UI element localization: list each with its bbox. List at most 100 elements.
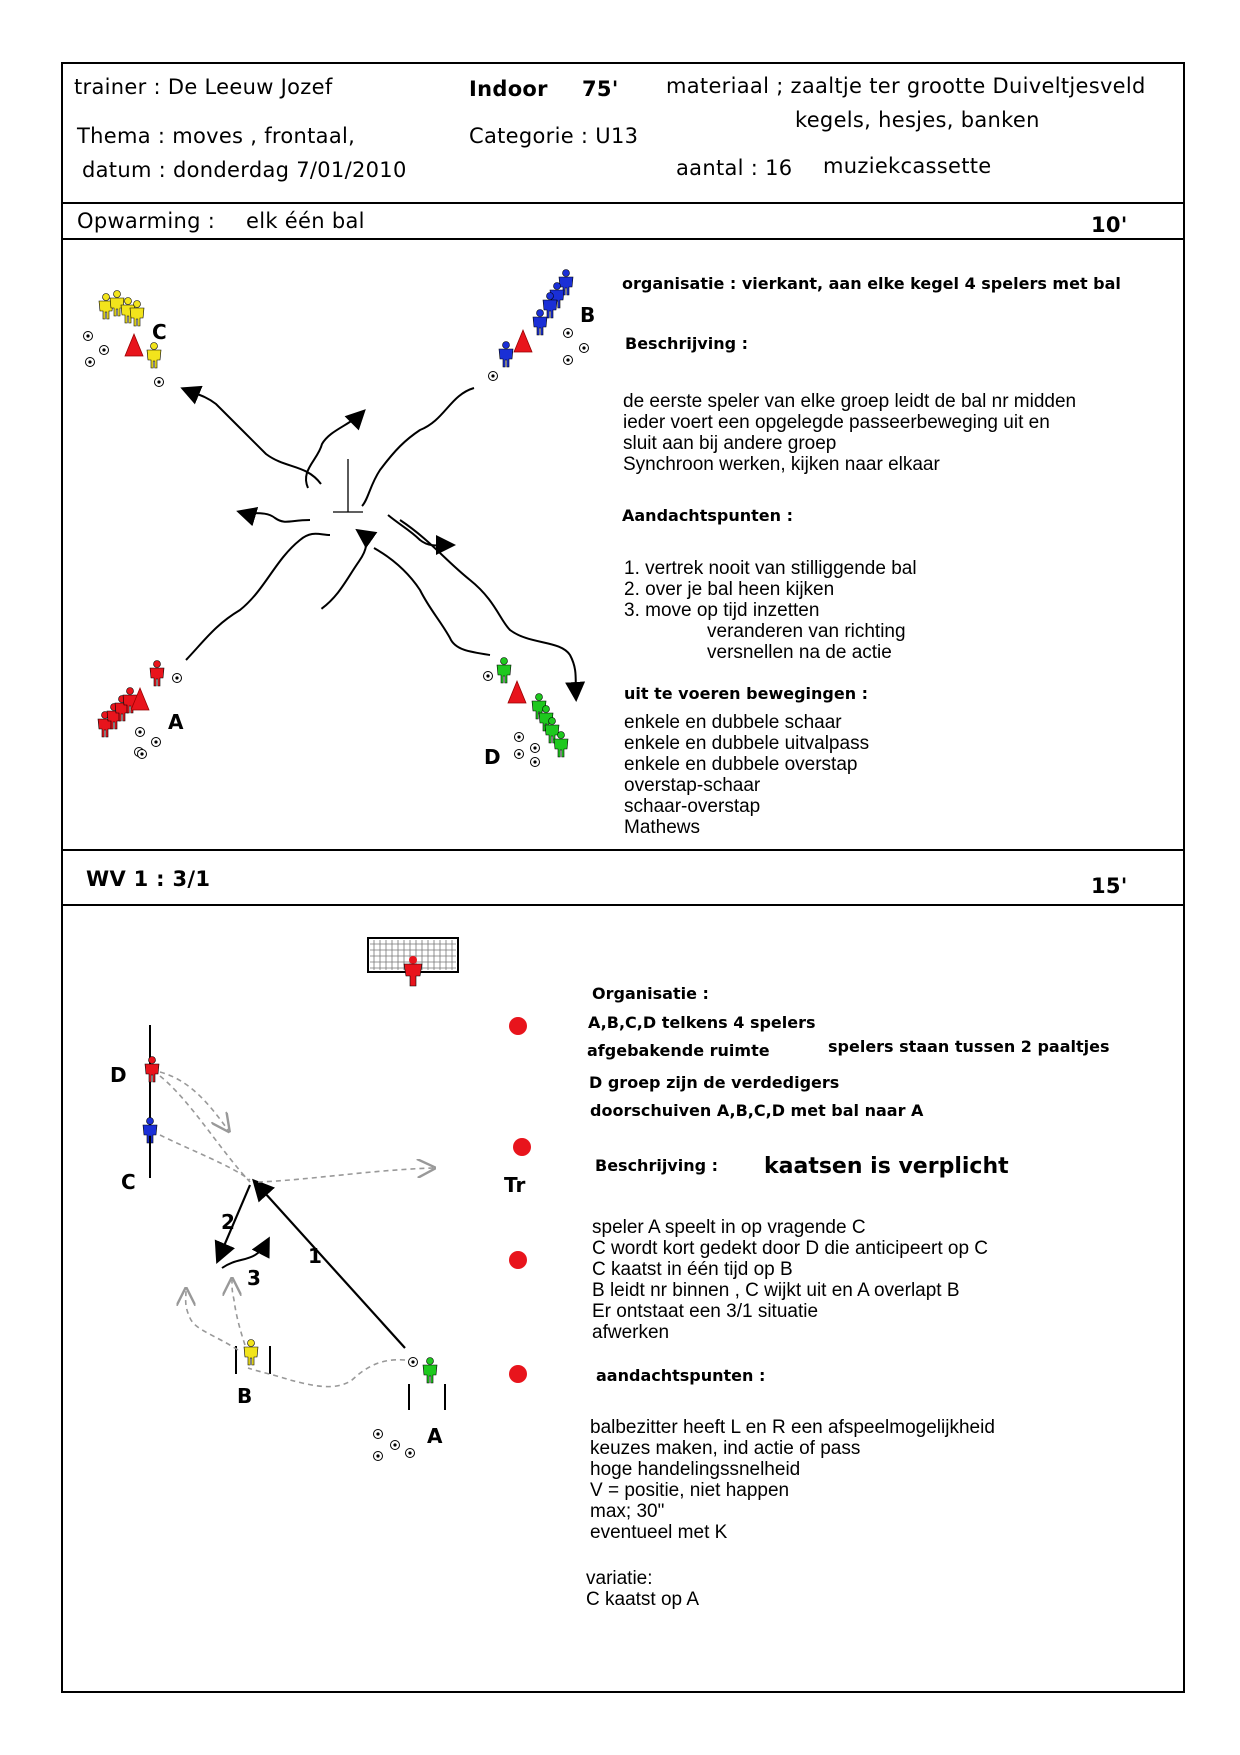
dribble-path (373, 547, 491, 656)
exercise-attention-label: aandachtspunten : (596, 1366, 766, 1385)
player-icon (129, 300, 145, 327)
exercise-variation: variatie: C kaatst op A (586, 1568, 699, 1610)
warmup-players (83, 269, 589, 767)
exercise-attention-list: balbezitter heeft L en R een afspeelmoge… (590, 1417, 995, 1543)
player-icon (532, 309, 548, 336)
divider-header (61, 202, 1185, 204)
duration-label: 75' (582, 77, 619, 101)
player-icon (422, 1357, 438, 1384)
player-icon (496, 657, 512, 684)
ball-icon (408, 1357, 418, 1367)
run-path (159, 1075, 251, 1183)
exercise-description-line: C kaatst in één tijd op B (592, 1259, 793, 1280)
player-icon (542, 292, 558, 319)
warmup-description-line: sluit aan bij andere groep (623, 433, 837, 454)
ball-icon (514, 732, 524, 742)
material-line-2: kegels, hesjes, banken (795, 108, 1040, 132)
ball-icon (85, 357, 95, 367)
player-icon (144, 1056, 160, 1083)
ball-icon (390, 1440, 400, 1450)
ball-icon (373, 1451, 383, 1461)
warmup-move-item: enkele en dubbele overstap (624, 754, 858, 775)
warmup-move-item: overstap-schaar (624, 775, 761, 796)
exercise-attention-item: balbezitter heeft L en R een afspeelmoge… (590, 1417, 995, 1438)
warmup-attention-item: 1. vertrek nooit van stilliggende bal (624, 558, 917, 579)
date-label: datum : donderdag 7/01/2010 (82, 158, 407, 182)
category-label: Categorie : U13 (469, 124, 639, 148)
run-path (159, 1134, 251, 1181)
run-path (247, 1358, 406, 1388)
warmup-move-item: Mathews (624, 817, 701, 838)
divider-warmup-end (61, 849, 1185, 851)
variation-label: variatie: (586, 1568, 653, 1589)
group-a-label: A (168, 710, 184, 734)
exercise-description: speler A speelt in op vragende C C wordt… (592, 1217, 988, 1343)
ball-icon (530, 757, 540, 767)
count-label: aantal : 16 (676, 156, 793, 180)
ball-icon (151, 737, 161, 747)
ball-icon (563, 355, 573, 365)
cone-icon (507, 679, 527, 704)
exercise-emphasis: kaatsen is verplicht (764, 1154, 1009, 1179)
exercise-group-d-label: D (110, 1063, 127, 1087)
run-path (257, 1168, 433, 1183)
ball-icon (563, 328, 573, 338)
warmup-attention-item: 2. over je bal heen kijken (624, 579, 835, 600)
exercise-description-line: Er ontstaat een 3/1 situatie (592, 1301, 819, 1322)
ball-icon (137, 749, 147, 759)
warmup-attention-item: veranderen van richting (707, 621, 906, 642)
exercise-attention-item: hoge handelingssnelheid (590, 1459, 801, 1480)
dribble-path (185, 532, 331, 661)
goal-icon (367, 937, 459, 987)
exercise-organisation-item: D groep zijn de verdedigers (589, 1073, 840, 1092)
pass-2-label: 2 (221, 1210, 235, 1234)
exercise-time: 15' (1091, 874, 1128, 898)
dribble-path (320, 528, 378, 610)
player-icon (146, 342, 162, 369)
center-cone-icon (333, 459, 363, 513)
material-line-3: muziekcassette (823, 154, 992, 178)
warmup-title-value: elk één bal (246, 209, 365, 233)
warmup-time: 10' (1091, 213, 1128, 237)
run-path (186, 1290, 239, 1351)
variation-item: C kaatst op A (586, 1589, 700, 1610)
cone-icon (513, 328, 533, 353)
warmup-move-item: schaar-overstap (624, 796, 761, 817)
warmup-description: de eerste speler van elke groep leidt de… (623, 391, 1076, 475)
ball-icon (154, 377, 164, 387)
player-icon (498, 341, 514, 368)
exercise-group-b-label: B (237, 1384, 253, 1408)
marker-dot (509, 1251, 527, 1269)
exercise-description-line: afwerken (592, 1322, 670, 1343)
pass-1-label: 1 (308, 1244, 322, 1268)
exercise-title: WV 1 : 3/1 (86, 867, 211, 891)
divider-exercise-title (61, 904, 1185, 906)
exercise-organisation-label: Organisatie : (592, 984, 709, 1003)
dribble-path (236, 507, 311, 527)
exercise-organisation-item: spelers staan tussen 2 paaltjes (828, 1037, 1110, 1056)
player-icon (553, 731, 569, 758)
exercise-description-line: speler A speelt in op vragende C (592, 1217, 866, 1238)
ball-icon (530, 743, 540, 753)
ball-icon (135, 727, 145, 737)
marker-dot (513, 1138, 531, 1156)
ball-icon (172, 673, 182, 683)
warmup-moves-list: enkele en dubbele schaar enkele en dubbe… (624, 712, 869, 838)
dribble-path (387, 514, 456, 556)
divider-warmup-title (61, 238, 1185, 240)
goalkeeper-icon (403, 956, 423, 987)
material-line-1: materiaal ; zaaltje ter grootte Duiveltj… (666, 74, 1146, 98)
dribble-path (361, 387, 475, 507)
marker-dot (509, 1017, 527, 1035)
exercise-description-line: C wordt kort gedekt door D die anticipee… (592, 1238, 989, 1259)
trainer-position-label: Tr (504, 1173, 526, 1197)
group-c-label: C (152, 320, 167, 344)
dribble-path (399, 519, 586, 702)
theme-label: Thema : moves , frontaal, (77, 124, 356, 148)
marker-dot (509, 1365, 527, 1383)
player-icon (122, 687, 138, 714)
move-3-label: 3 (247, 1266, 261, 1290)
ball-icon (83, 331, 93, 341)
